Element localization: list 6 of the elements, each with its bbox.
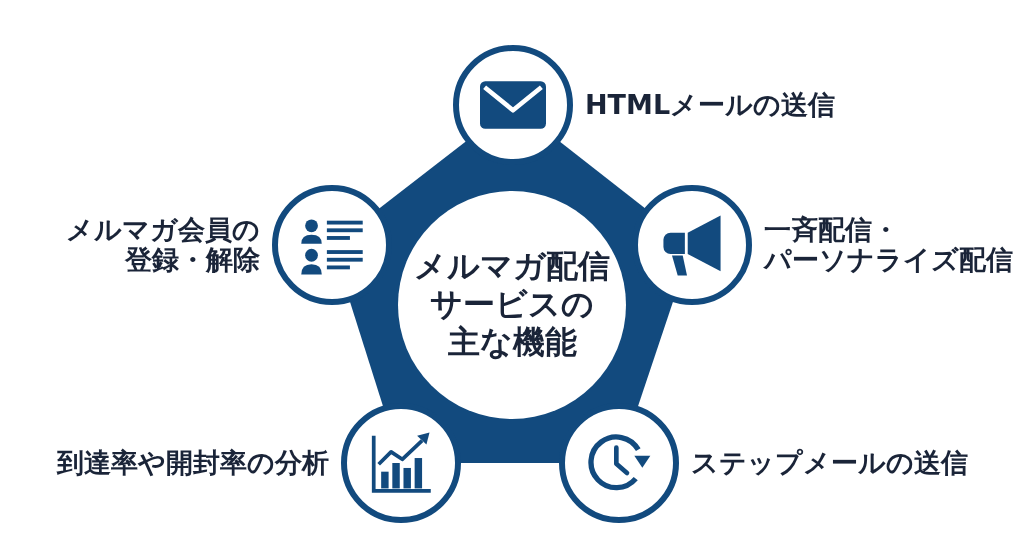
hub-title: メルマガ配信サービスの主な機能 bbox=[413, 248, 611, 362]
feature-label: 一斉配信・パーソナライズ配信 bbox=[764, 214, 1014, 276]
feature-label: メルマガ会員の登録・解除 bbox=[65, 214, 260, 276]
feature-label: 到達率や開封率の分析 bbox=[57, 447, 329, 479]
feature-label: HTMLメールの送信 bbox=[585, 89, 836, 121]
feature-label: ステップメールの送信 bbox=[691, 447, 968, 479]
